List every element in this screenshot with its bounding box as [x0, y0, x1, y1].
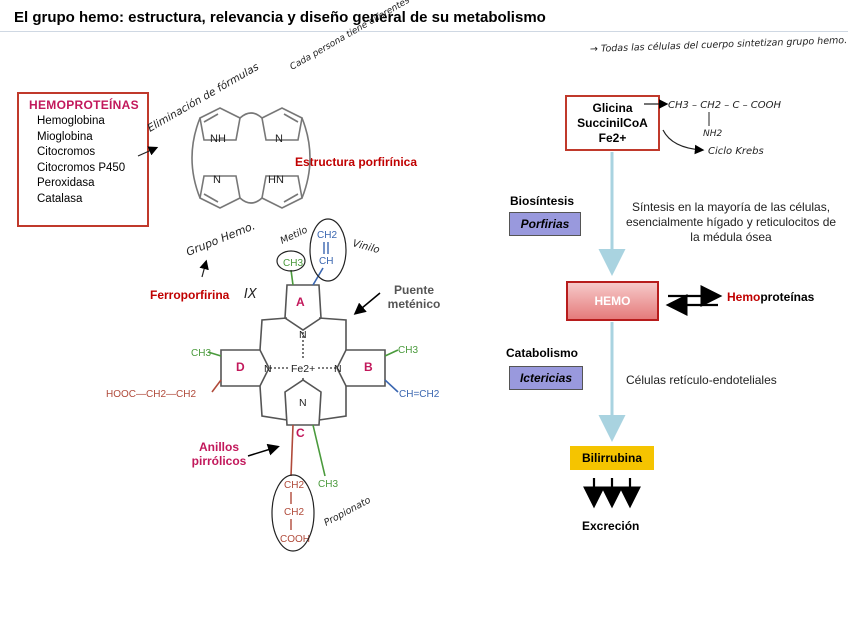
handwritten-formation: Eliminación de fórmulas [146, 61, 262, 135]
handwritten-arrow [137, 146, 159, 157]
handwritten-methyl: Metilo [279, 224, 310, 246]
ferroporphyrin-label: Ferroporfirina [150, 288, 230, 302]
porphyrin-label: Estructura porfirínica [295, 155, 418, 169]
propionate-circle [271, 474, 315, 552]
handwritten-arrow [662, 129, 705, 155]
hemoproteins-list: Hemoglobina Mioglobina Citocromos Citocr… [19, 114, 147, 207]
page-title: El grupo hemo: estructura, relevancia y … [14, 9, 546, 26]
succinylcoa-label: SuccinilCoA [577, 116, 648, 130]
nitrogen-atom: N [299, 397, 307, 409]
handwritten-propionate: Propionato [322, 495, 373, 529]
nitrogen-atom: N [334, 363, 342, 375]
propionate-group: HOOC—CH2—CH2 [106, 389, 196, 400]
handwritten-roman: IX [244, 287, 258, 302]
precursors-box: Glicina SuccinilCoA Fe2+ [565, 95, 660, 151]
ring-letter: D [236, 360, 245, 374]
porphyrin-atom: HN [268, 174, 284, 186]
list-item: Catalasa [37, 192, 83, 205]
methyl-group: CH3 [318, 479, 338, 490]
vinyl-group: CH=CH2 [399, 389, 440, 400]
methyl-group: CH3 [283, 258, 303, 269]
hemo-box: HEMO [566, 281, 659, 321]
list-item: Peroxidasa [37, 177, 95, 189]
porphyrin-atom: NH [210, 133, 226, 145]
propionate-cooh: COOH [280, 534, 310, 545]
heme-structure [207, 267, 399, 477]
hemoproteins-target: Hemoproteínas [727, 290, 814, 304]
nitrogen-atom: N [264, 363, 272, 375]
pyrrole-rings-label: Anillos pirrólicos [191, 440, 247, 468]
ring-letter: B [364, 360, 373, 374]
porphyrin-structure [191, 107, 311, 209]
handwritten-each: Cada persona tiene diferentes efectos us… [289, 0, 547, 73]
title-divider [0, 31, 848, 32]
ring-letter: A [296, 295, 305, 309]
catabolism-note: Células retículo-endoteliales [626, 373, 777, 387]
hemoproteins-box: HEMOPROTEÍNAS Hemoglobina Mioglobina Cit… [17, 92, 149, 227]
handwritten-vinyl: Vinilo [351, 238, 381, 256]
handwritten-krebs: Ciclo Krebs [708, 146, 764, 157]
iron-label: Fe2+ [598, 131, 627, 145]
bilirubin-box: Bilirrubina [570, 446, 654, 470]
porphyrias-box: Porfirias [509, 212, 581, 236]
vinyl-ch2: CH2 [317, 230, 337, 241]
handwritten-group: Grupo Hemo. [184, 219, 257, 258]
list-item: Mioglobina [37, 130, 93, 143]
hemoproteins-prefix: Hemo [727, 290, 761, 304]
handwritten-nh2: NH2 [703, 129, 723, 139]
propionate-ch2: CH2 [284, 480, 304, 491]
bridge-label: Puente meténico [387, 283, 441, 311]
hemoproteins-header: HEMOPROTEÍNAS [29, 98, 139, 112]
handwritten-arrow [199, 259, 209, 278]
handwritten-glycine-formula: CH3 – CH2 – C – COOH [668, 100, 782, 111]
methyl-group: CH3 [398, 345, 418, 356]
iron-atom: Fe2+ [291, 363, 315, 375]
nitrogen-atom: N [299, 329, 307, 341]
vinyl-ch: CH [319, 256, 333, 267]
list-item: Citocromos P450 [37, 161, 126, 174]
hemoproteins-suffix: proteínas [760, 290, 815, 304]
list-item: Citocromos [37, 146, 96, 158]
jaundice-box: Ictericias [509, 366, 583, 390]
vinyl-circle [309, 218, 347, 282]
catabolism-label: Catabolismo [506, 346, 579, 360]
excretion-label: Excreción [582, 519, 640, 533]
rings-arrow [247, 443, 280, 457]
propionate-ch2: CH2 [284, 507, 304, 518]
ring-letter: C [296, 426, 305, 440]
handwritten-cells: → Todas las células del cuerpo sintetiza… [590, 35, 848, 55]
list-item: Hemoglobina [37, 115, 105, 127]
methyl-circle [276, 250, 306, 272]
bridge-arrow [353, 292, 381, 315]
porphyrin-atom: N [275, 133, 283, 145]
biosynthesis-note: Síntesis en la mayoría de las células, e… [625, 200, 837, 244]
biosynthesis-label: Biosíntesis [510, 194, 575, 208]
glycine-label: Glicina [592, 101, 633, 115]
methyl-group: CH3 [191, 348, 211, 359]
porphyrin-atom: N [213, 174, 221, 186]
